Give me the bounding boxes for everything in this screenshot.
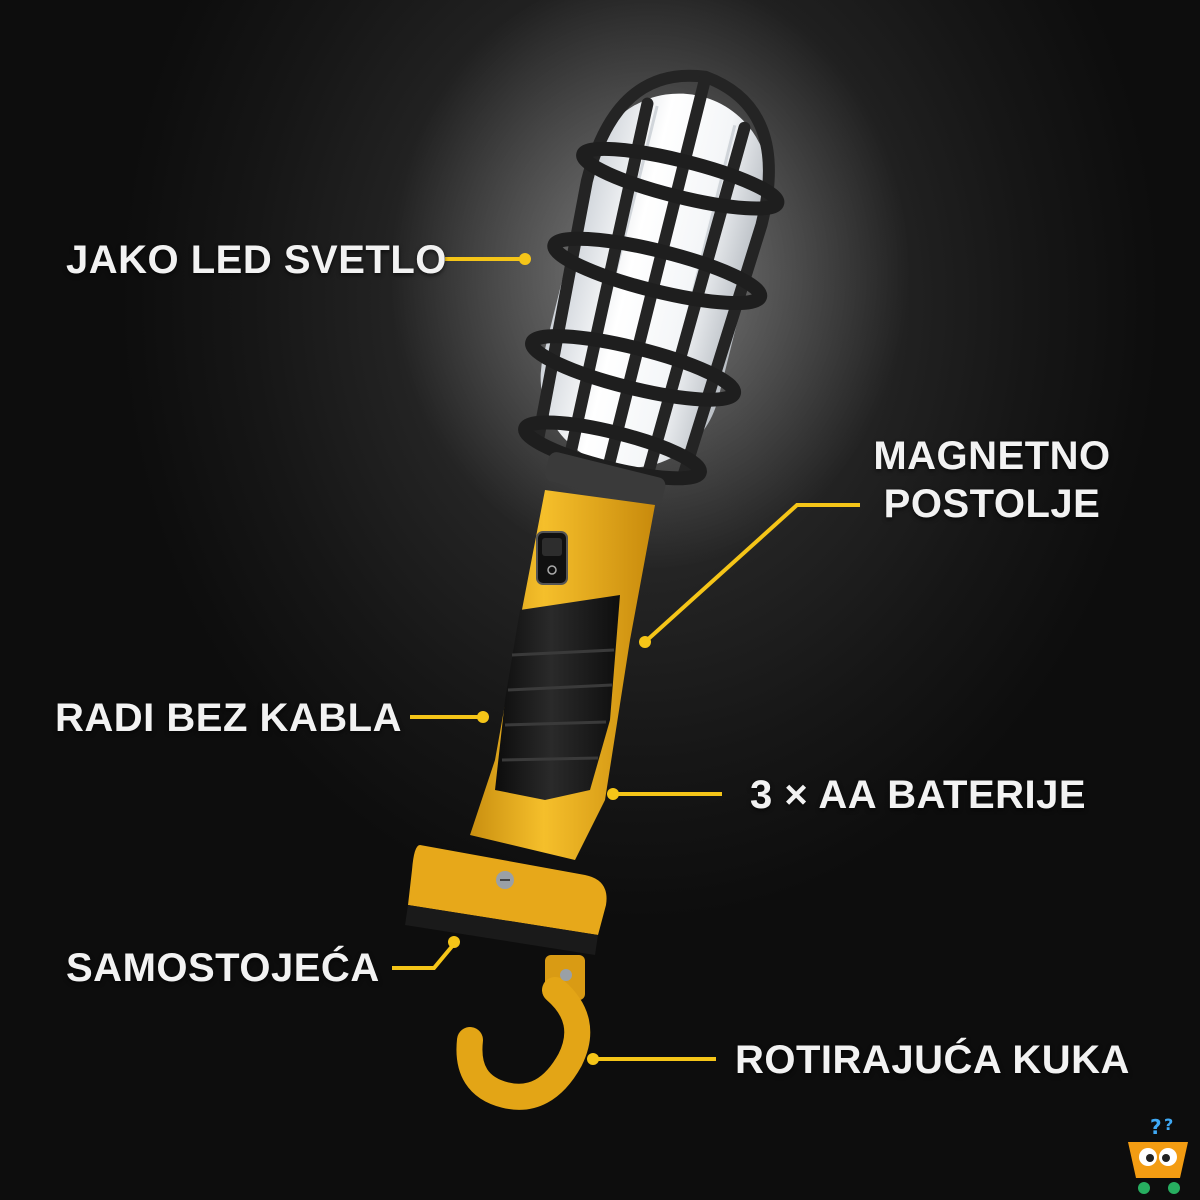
rocker-switch-icon (536, 531, 568, 585)
callout-led-light: JAKO LED SVETLO (66, 238, 447, 282)
callout-magnetic-line2: POSTOLJE (883, 482, 1101, 526)
rotating-hook (456, 955, 591, 1110)
lamp-head (518, 69, 785, 507)
base-rubber-foot (405, 905, 598, 955)
base-ring (408, 845, 607, 935)
callout-magnetic-line1: MAGNETNO (873, 434, 1111, 478)
grip-ribs (501, 648, 615, 762)
svg-text:?: ? (1150, 1115, 1162, 1139)
shopping-cart-mascot-icon: ? ? (1128, 1115, 1188, 1194)
callout-dots (448, 253, 651, 1065)
callout-freestanding: SAMOSTOJEĆA (66, 946, 380, 990)
callout-rotating-hook: ROTIRAJUĆA KUKA (735, 1038, 1130, 1082)
cage-rings (518, 141, 785, 486)
callout-cordless: RADI BEZ KABLA (55, 696, 402, 740)
callout-magnetic-base: MAGNETNO POSTOLJE (862, 432, 1122, 528)
metal-collar (545, 452, 666, 507)
callout-batteries: 3 × AA BATERIJE (750, 773, 1087, 817)
callout-lines (392, 257, 860, 1061)
screw-icon (496, 871, 514, 889)
rubber-grip (495, 595, 620, 800)
svg-text:?: ? (1164, 1115, 1173, 1134)
